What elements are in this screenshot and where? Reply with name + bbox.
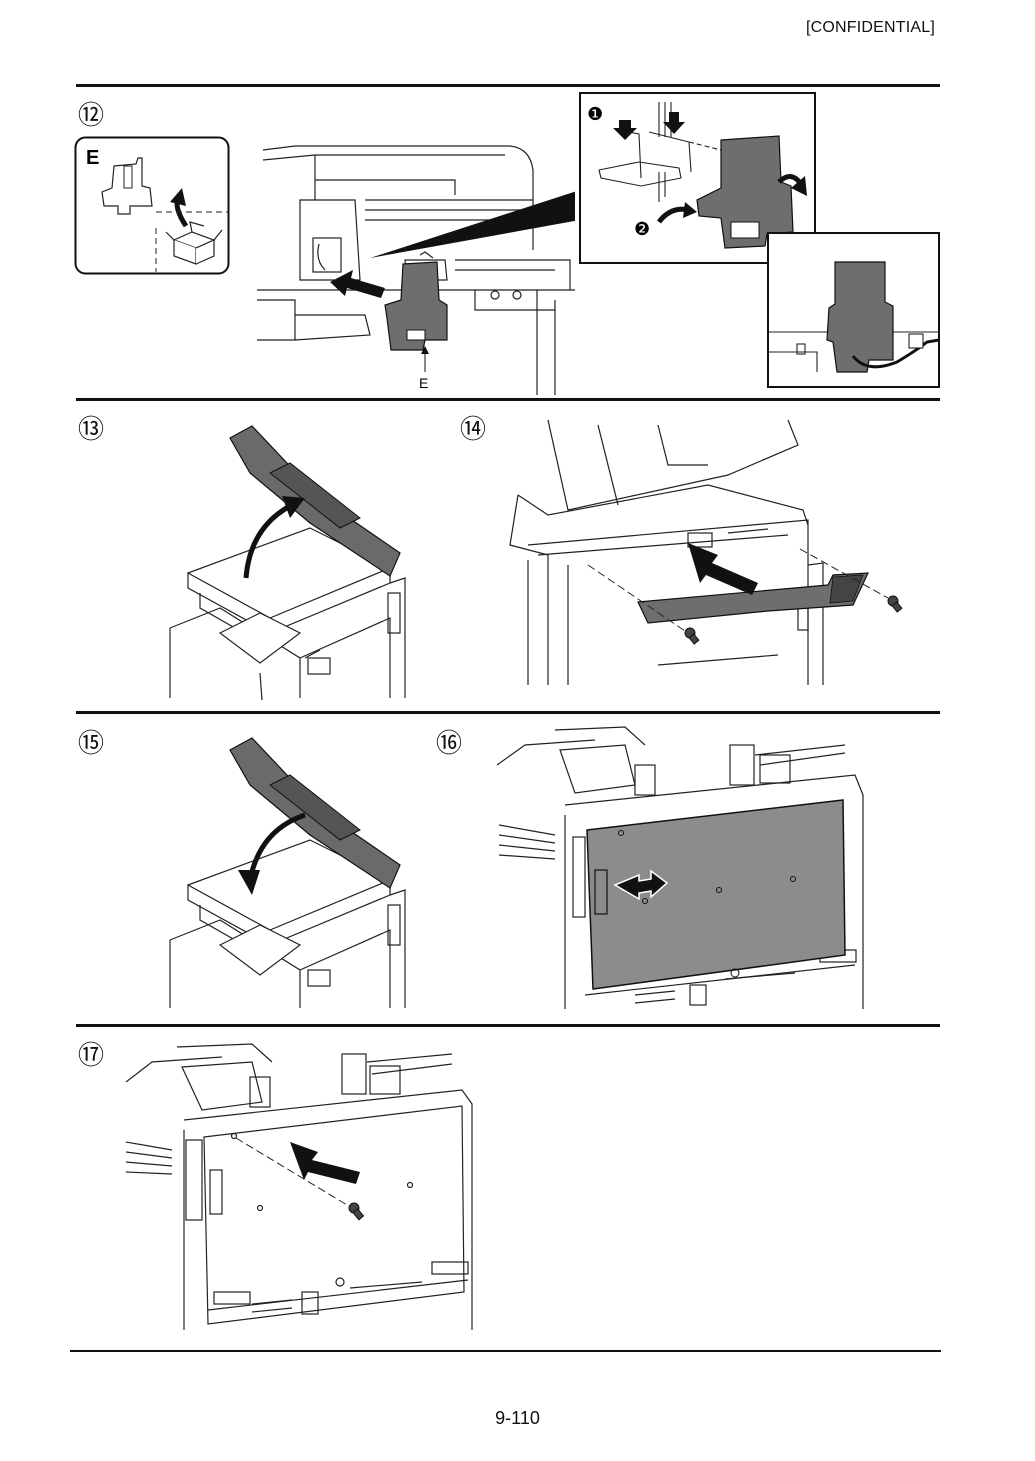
confidential-label: [CONFIDENTIAL] [805, 19, 935, 36]
sub-step-1: ❶ [587, 104, 603, 125]
step-number-14: ⑭ [460, 415, 487, 445]
step-17-secure-cover-screw [125, 1043, 473, 1330]
step-12-machine-illustration: E [257, 145, 575, 395]
step-16-right-rear-cover [496, 726, 864, 1009]
sub-step-2: ❷ [634, 219, 650, 240]
step-number-13: ⑬ [78, 415, 105, 445]
step-number-12: ⑫ [78, 101, 105, 131]
divider-step-13 [76, 398, 940, 401]
step-number-16: ⑯ [436, 729, 463, 759]
divider-bottom [70, 1350, 941, 1352]
divider-step-15 [76, 711, 940, 714]
step-14-install-cover-plate [509, 419, 903, 685]
parts-inset-e: E [74, 136, 230, 275]
divider-step-17 [76, 1024, 940, 1027]
inset-label-e: E [86, 147, 99, 169]
step-13-open-adf [169, 425, 406, 700]
page-number: 9-110 [495, 1408, 540, 1428]
callout-label-e: E [419, 375, 428, 391]
divider-top [76, 84, 940, 87]
step-12-detail-view: ❶ ❷ [579, 92, 816, 264]
step-12-detail-view-2 [767, 232, 940, 388]
step-number-17: ⑰ [78, 1041, 105, 1071]
step-15-close-adf [169, 737, 406, 1008]
step-number-15: ⑮ [78, 729, 105, 759]
